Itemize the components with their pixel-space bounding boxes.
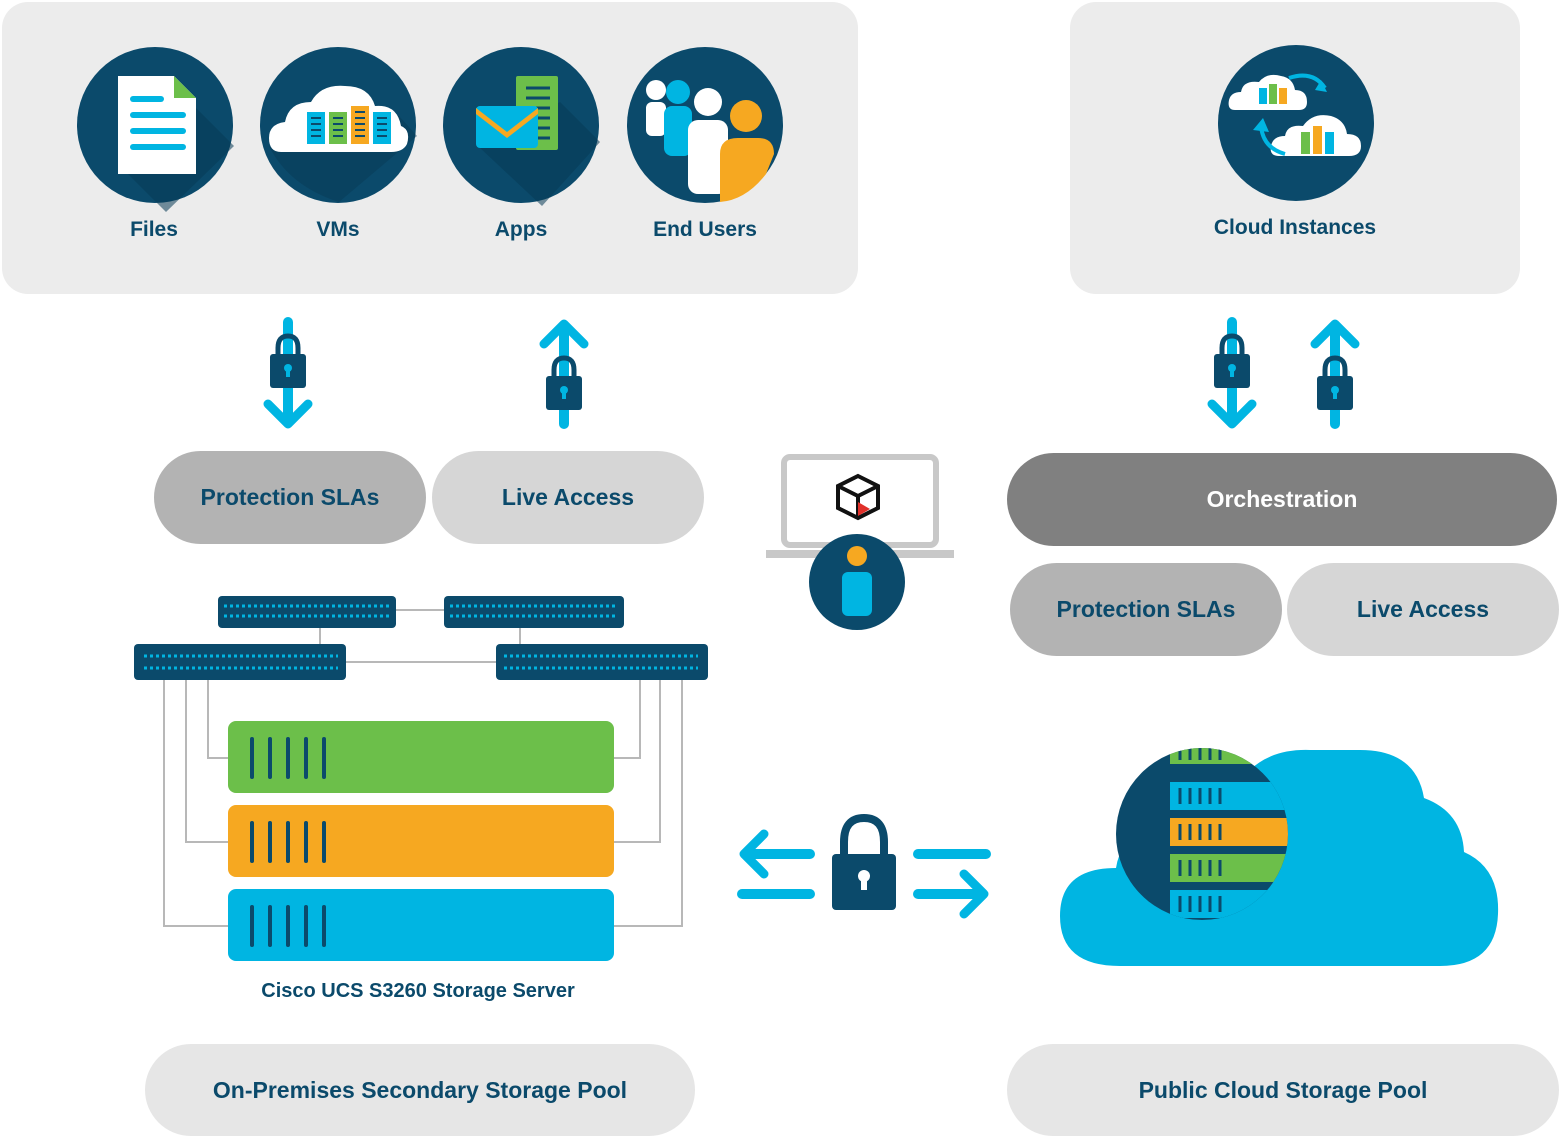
upload-lock-arrow-left xyxy=(539,319,589,429)
users-icon xyxy=(627,47,783,203)
live-access-pill-left: Live Access xyxy=(432,451,704,544)
protection-slas-pill-right: Protection SLAs xyxy=(1010,563,1282,656)
cloud-instances-label: Cloud Instances xyxy=(1213,216,1377,239)
bidirectional-lock-arrow-left xyxy=(263,317,313,429)
bidirectional-lock-arrow-right xyxy=(1207,317,1257,429)
laptop-admin-icon xyxy=(766,454,954,630)
upload-lock-arrow-right xyxy=(1310,319,1360,429)
storage-server-stack xyxy=(228,721,614,961)
source-label-apps: Apps xyxy=(494,218,548,241)
apps-email-icon xyxy=(443,47,600,206)
source-label-end-users: End Users xyxy=(653,218,757,241)
network-switches xyxy=(134,596,708,927)
file-icon xyxy=(77,47,234,212)
protection-slas-pill-left: Protection SLAs xyxy=(154,451,426,544)
live-access-pill-right: Live Access xyxy=(1287,563,1559,656)
public-cloud-pool: Public Cloud Storage Pool xyxy=(1007,1044,1559,1136)
storage-server-label: Cisco UCS S3260 Storage Server xyxy=(261,980,575,1002)
public-cloud-storage-icon xyxy=(1060,748,1499,966)
source-label-files: Files xyxy=(130,218,178,241)
on-premises-pool: On-Premises Secondary Storage Pool xyxy=(145,1044,695,1136)
secure-transfer-arrows xyxy=(737,813,991,919)
cloud-sync-icon xyxy=(1218,45,1374,201)
orchestration-pill: Orchestration xyxy=(1007,453,1557,546)
source-label-vms: VMs xyxy=(316,218,360,241)
vm-cloud-icon xyxy=(260,47,417,203)
